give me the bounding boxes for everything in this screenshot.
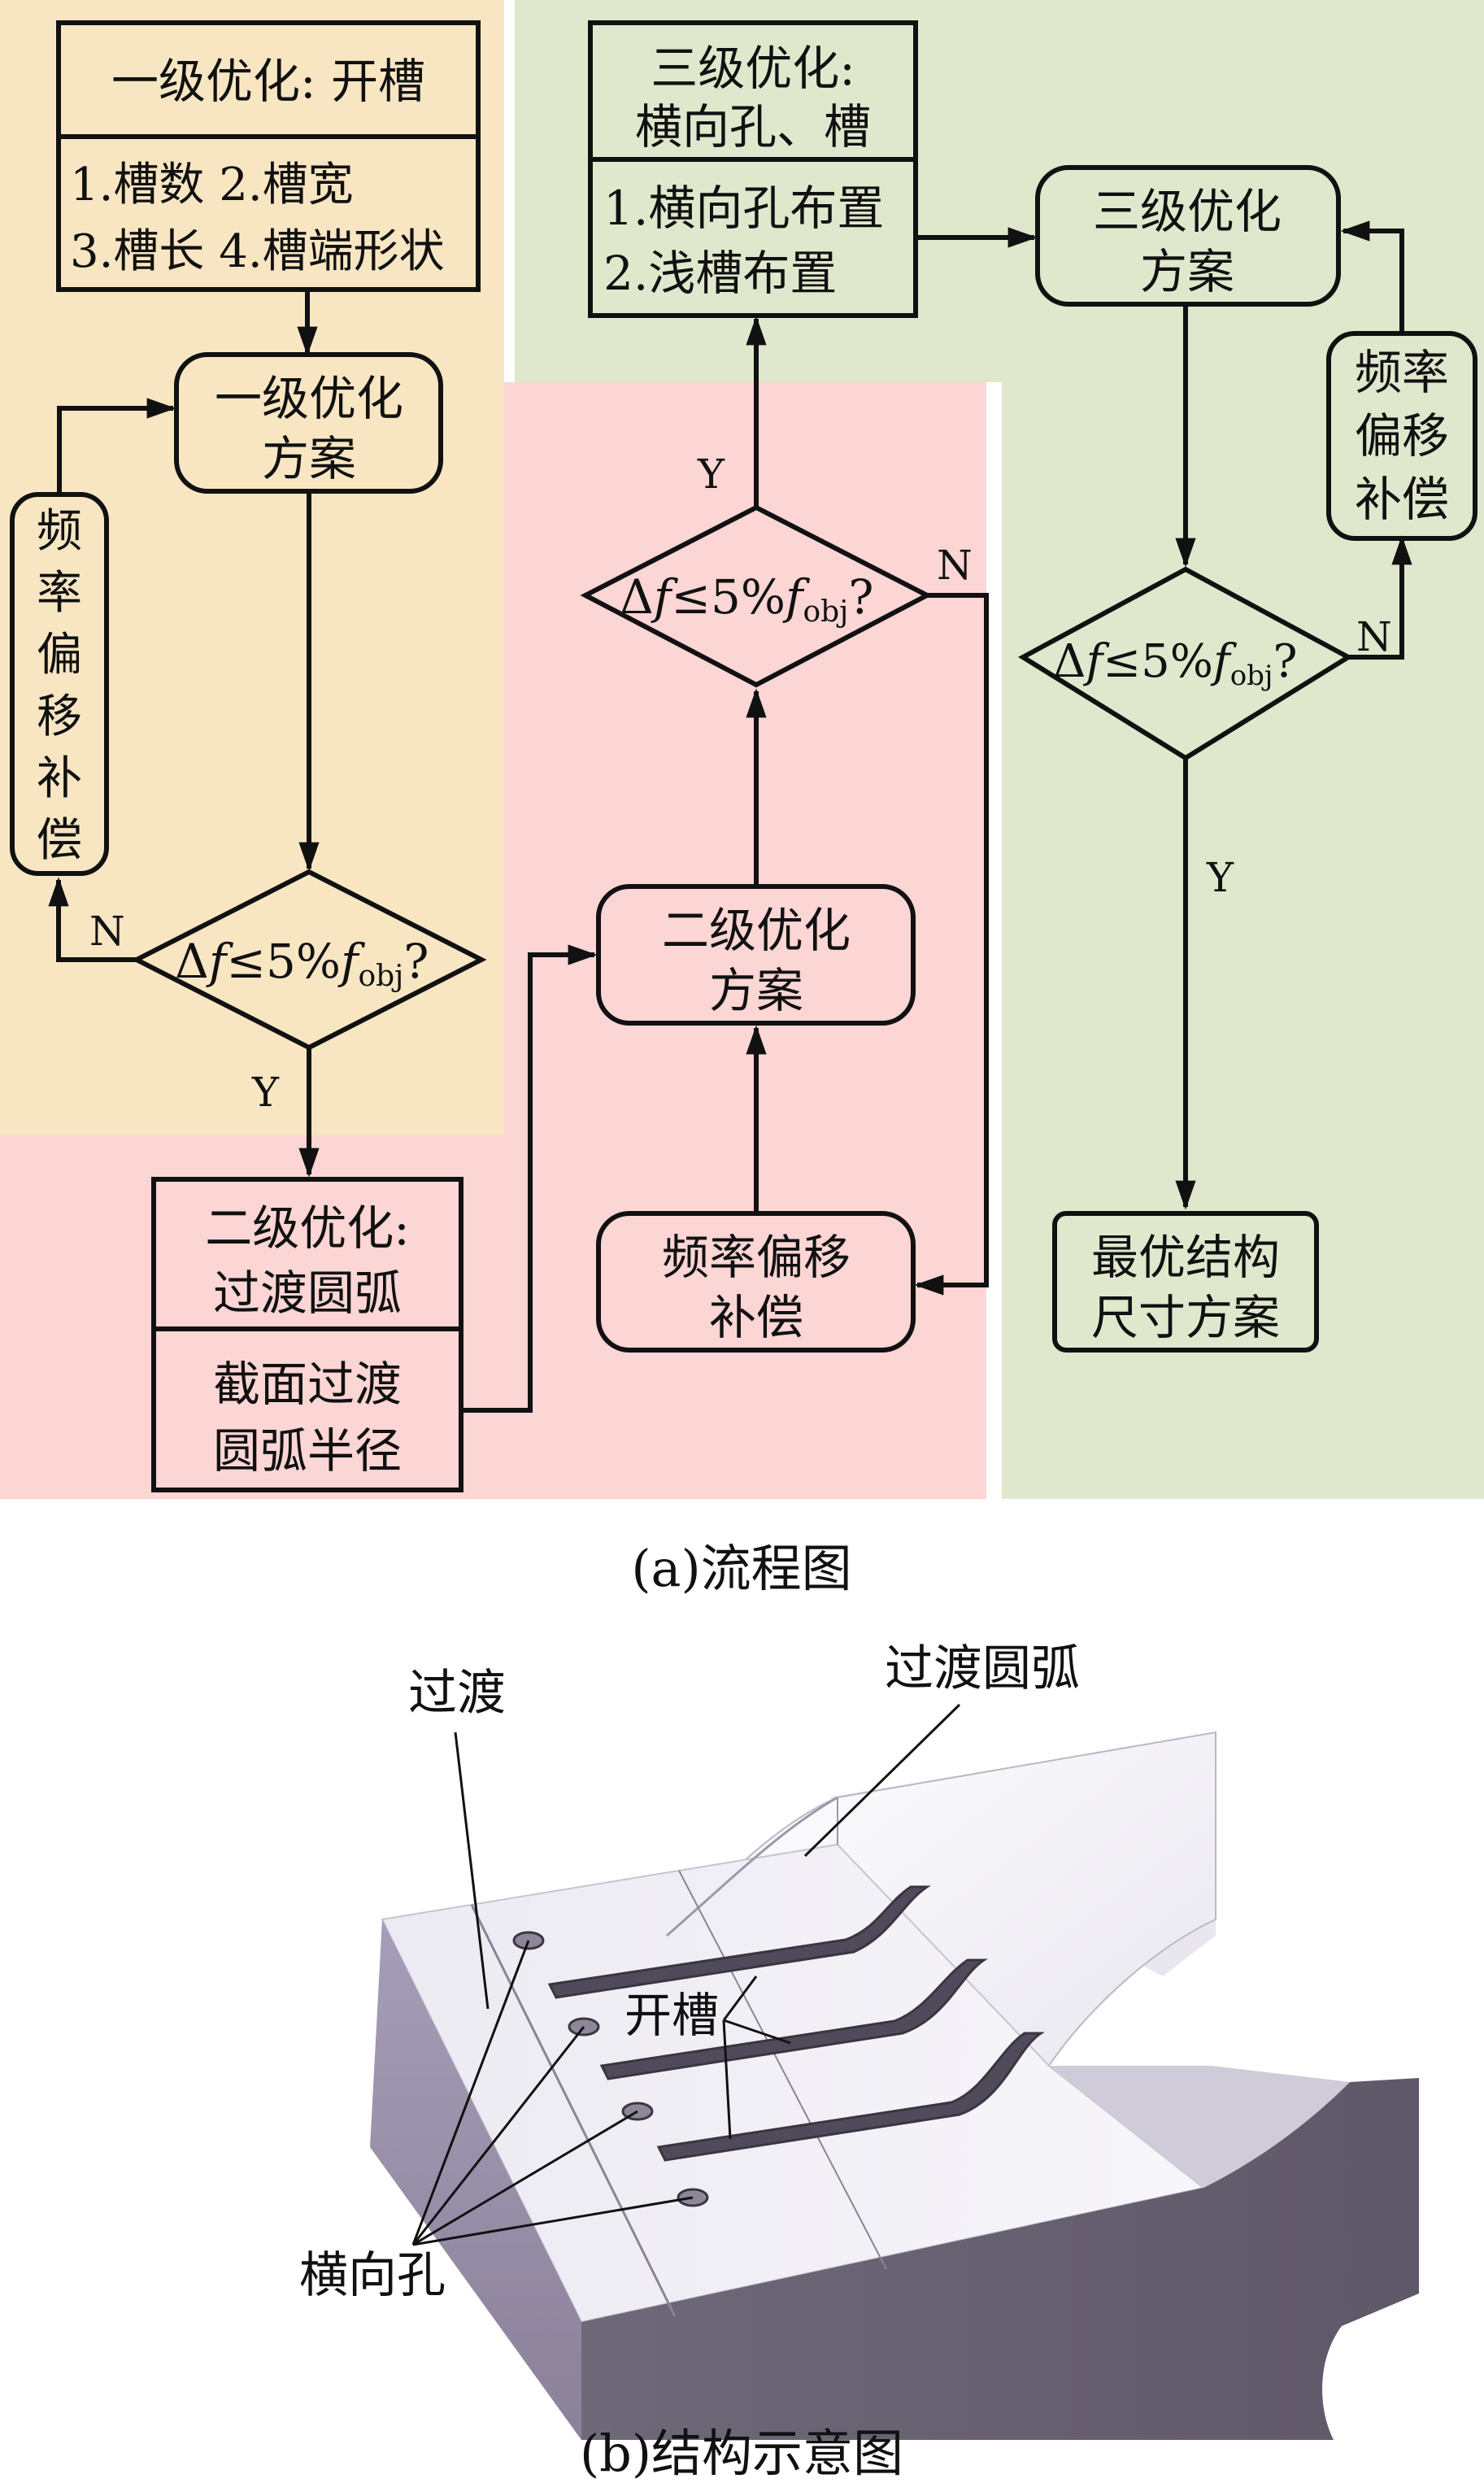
arc-line-1 <box>666 1796 838 1937</box>
l1-comp-c3: 偏 <box>37 629 82 682</box>
l3-header-line1: 三级优化: <box>651 41 855 96</box>
l1-scheme-line2: 方案 <box>262 431 356 486</box>
top-divider-2 <box>678 1870 887 2270</box>
top-divider-1 <box>470 1904 677 2317</box>
l2-cond: Δf≤5%fobj? <box>620 569 873 629</box>
caption-a: (a)流程图 <box>631 1539 851 1598</box>
level1-region <box>0 0 504 1135</box>
l1-scheme-line1: 一级优化 <box>215 371 403 426</box>
leader-hole-2 <box>411 2026 585 2246</box>
level2-region <box>0 382 986 1499</box>
l3-comp-line3: 补偿 <box>1355 472 1449 527</box>
front-face <box>581 2078 1419 2440</box>
l3-cond: Δf≤5%fobj? <box>1053 635 1298 692</box>
l1-comp-arrow <box>57 398 176 494</box>
l1-comp-c6: 偿 <box>37 814 82 867</box>
l2-header-line2: 过渡圆弧 <box>213 1265 402 1321</box>
l1-comp-c5: 补 <box>37 752 82 805</box>
l1-comp-c1: 频 <box>37 505 82 558</box>
l1-comp-c4: 移 <box>37 690 82 743</box>
l3-params-line2: 2.浅槽布置 <box>603 246 837 301</box>
l2-header-line1: 二级优化: <box>205 1200 410 1256</box>
l3-no-label: N <box>1356 613 1392 660</box>
l2-params-line1: 截面过渡 <box>213 1357 402 1412</box>
leader-hole-1 <box>411 1940 530 2246</box>
final-line2: 尺寸方案 <box>1091 1290 1280 1345</box>
l3-params-line1: 1.横向孔布置 <box>603 181 884 236</box>
l1-cond: Δf≤5%fobj? <box>175 934 429 993</box>
label-transition-arc: 过渡圆弧 <box>885 1640 1080 1697</box>
level3-group: 三级优化: 横向孔、槽 1.横向孔布置 2.浅槽布置 三级优化 方案 Δf≤5%… <box>588 20 1477 1353</box>
l1-params-box <box>56 134 481 292</box>
l2-decision <box>580 504 933 688</box>
slot-1 <box>547 1885 931 1999</box>
l1-header-text: 一级优化: 开槽 <box>111 54 425 109</box>
l1-comp-c2: 率 <box>37 567 82 620</box>
slot-2 <box>599 1958 988 2080</box>
level2-group: 二级优化: 过渡圆弧 截面过渡 圆弧半径 二级优化 方案 Δf≤5%fobj? … <box>151 316 989 1492</box>
label-transition: 过渡 <box>408 1665 506 1722</box>
label-slot: 开槽 <box>624 1988 719 2043</box>
l2-params-arrow <box>461 944 598 1413</box>
l1-no-arrow <box>48 877 137 962</box>
structure-diagram: 过渡 过渡圆弧 开槽 横向孔 <box>299 1640 1419 2440</box>
region-backgrounds <box>0 0 1484 1499</box>
l2-scheme-line2: 方案 <box>709 963 803 1018</box>
l3-comp-arrow <box>1340 220 1404 333</box>
l2-yes-label: Y <box>697 451 725 498</box>
l3-comp-line1: 频率 <box>1355 345 1449 400</box>
leader-transition <box>454 1732 490 2010</box>
leader-hole-3 <box>412 2110 638 2246</box>
l3-no-arrow <box>1348 535 1412 660</box>
caption-b: (b)结构示意图 <box>580 2424 903 2483</box>
l2-comp-line2: 补偿 <box>709 1290 803 1345</box>
label-hole: 横向孔 <box>299 2247 446 2304</box>
leader-slot-2 <box>723 2019 791 2045</box>
l3-comp-line2: 偏移 <box>1355 408 1449 464</box>
slot-3 <box>656 2032 1045 2162</box>
leader-slot-1 <box>722 1976 758 2021</box>
l2-params-line2: 圆弧半径 <box>213 1423 402 1479</box>
l3-scheme-line2: 方案 <box>1140 244 1234 299</box>
l1-no-label: N <box>89 908 125 955</box>
l1-params-line2: 3.槽长 4.槽端形状 <box>70 225 445 278</box>
leader-slot-3 <box>722 2019 732 2140</box>
leader-arc <box>803 1703 961 1858</box>
l2-scheme-line1: 二级优化 <box>662 903 851 958</box>
l1-yes-label: Y <box>251 1069 280 1116</box>
l2-no-arrow <box>914 593 989 1296</box>
right-face <box>1049 2066 1350 2188</box>
final-line1: 最优结构 <box>1091 1230 1280 1285</box>
level1-group: 一级优化: 开槽 1.槽数 2.槽宽 3.槽长 4.槽端形状 一级优化 方案 Δ… <box>10 20 487 1178</box>
leader-hole-4 <box>412 2196 694 2246</box>
l1-params-line1: 1.槽数 2.槽宽 <box>70 159 354 211</box>
left-face <box>370 1919 581 2440</box>
final-box <box>1052 1211 1319 1353</box>
l2-no-label: N <box>937 542 973 589</box>
l3-header-line2: 横向孔、槽 <box>635 99 871 155</box>
l3-yes-label: Y <box>1206 854 1234 901</box>
l2-comp-line1: 频率偏移 <box>662 1230 851 1285</box>
l3-scheme-line1: 三级优化 <box>1093 184 1282 239</box>
